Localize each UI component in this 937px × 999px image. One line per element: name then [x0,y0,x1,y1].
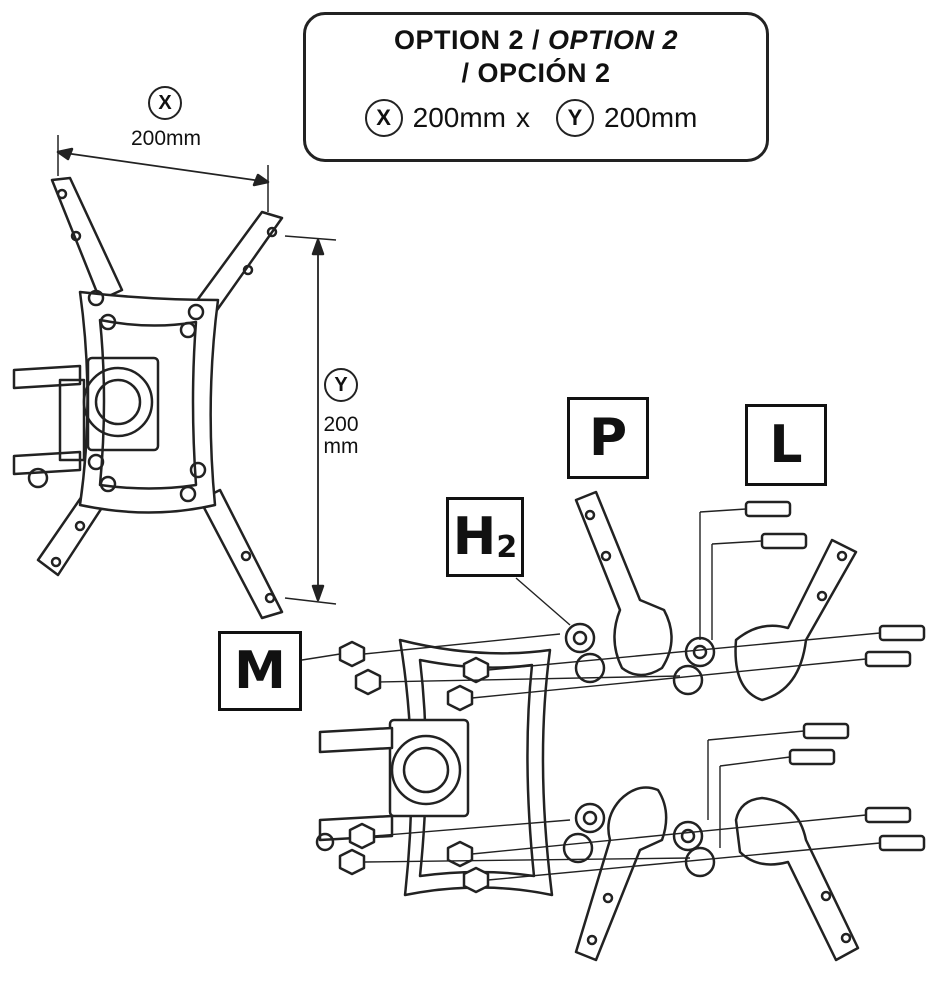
part-p-label: P [567,397,649,479]
y-dim-value-unit: mm [323,435,359,458]
exploded-assembly-illustration [315,490,926,962]
times-sign: x [516,102,530,133]
x-value: 200mm [412,102,506,133]
x-dimension-line [57,151,269,183]
x-dim-symbol: X [148,86,182,120]
y-symbol: Y [556,99,594,137]
part-l-label: L [745,404,827,486]
part-h2-subscript: 2 [496,529,518,565]
y-value: 200mm [604,102,698,133]
y-dim-value-number: 200 [323,413,359,436]
assembled-mount-illustration [12,176,284,620]
option-title-line1: OPTION 2 / OPTION 2 [306,25,766,56]
option-header: OPTION 2 / OPTION 2 / OPCIÓN 2 X 200mm x… [303,12,769,162]
y-dim-symbol: Y [324,368,358,402]
option-title-fr: OPTION 2 [548,25,679,55]
y-dim-value: 200 mm [318,414,364,458]
x-dim-value: 200mm [130,127,202,150]
part-h2-letter: H [452,507,497,567]
x-symbol: X [364,99,403,137]
option-title-line2: / OPCIÓN 2 [461,58,611,88]
option-title-en: OPTION 2 / [393,25,548,55]
part-m-label: M [218,631,302,711]
option-dimensions: X 200mm x Y 200mm [306,99,766,137]
